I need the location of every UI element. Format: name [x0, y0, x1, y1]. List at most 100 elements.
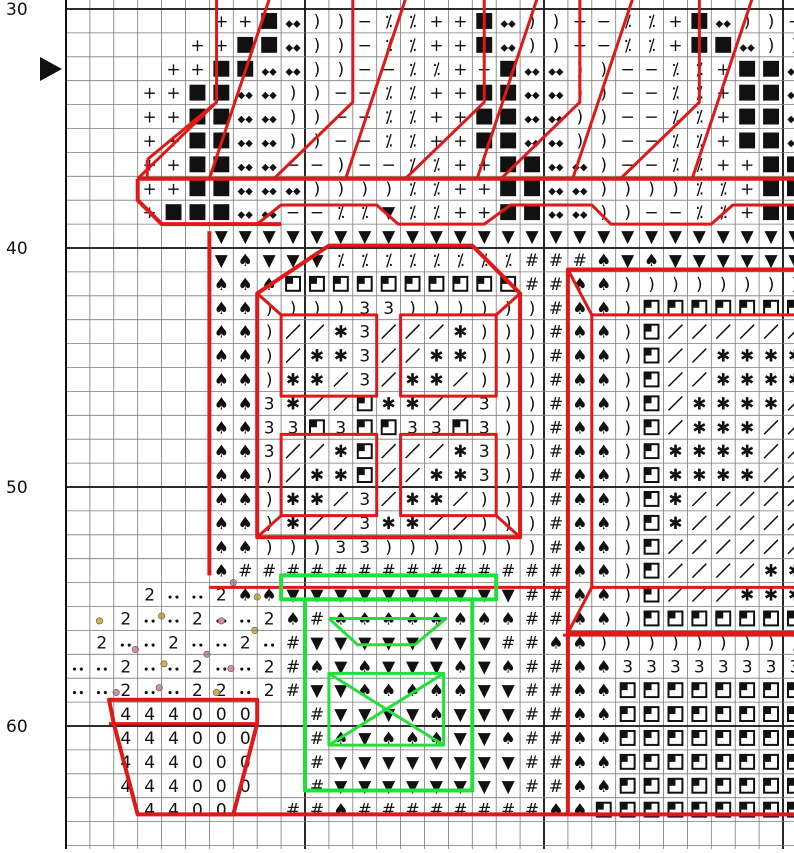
symbol-glyph: +	[453, 12, 467, 32]
symbol-glyph: )	[624, 562, 631, 582]
symbol-glyph: #	[549, 705, 563, 725]
symbol-glyph: #	[525, 586, 539, 606]
symbol-glyph: #	[549, 370, 563, 390]
window-outline	[566, 268, 594, 316]
symbol-glyph: ∙∙	[143, 662, 157, 675]
symbol-glyph: 3	[359, 323, 370, 343]
symbol-glyph: +	[453, 60, 467, 80]
symbol-glyph: )	[577, 108, 584, 128]
door-outline	[303, 597, 475, 793]
symbol-glyph: ✱	[716, 418, 730, 438]
symbol-black-square	[787, 204, 794, 221]
symbol-glyph: ∙∙	[143, 686, 157, 699]
symbol-glyph: ♠	[214, 347, 229, 367]
symbol-glyph: ✱	[716, 370, 730, 390]
symbol-glyph: )	[768, 36, 775, 56]
symbol-slash	[381, 371, 397, 387]
symbol-glyph: )	[266, 514, 273, 534]
symbol-glyph: ▼	[717, 227, 731, 247]
symbol-slash	[381, 348, 397, 364]
symbol-glyph: #	[286, 562, 300, 582]
symbol-glyph: ✱	[310, 370, 324, 390]
symbol-slash	[691, 491, 707, 507]
symbol-split-square	[787, 682, 794, 699]
symbol-glyph: ♠	[572, 418, 587, 438]
symbol-slash	[285, 443, 301, 459]
symbol-split-square	[643, 395, 660, 412]
symbol-split-square	[380, 275, 397, 292]
symbol-glyph: −	[358, 155, 372, 175]
symbol-glyph: ⁒	[409, 251, 417, 271]
window-outline	[565, 267, 794, 635]
symbol-split-square	[643, 419, 660, 436]
symbol-black-square	[500, 108, 517, 125]
symbol-glyph: ⬥⬥	[238, 113, 254, 126]
symbol-glyph: ✱	[788, 347, 794, 367]
symbol-glyph: ♠	[214, 442, 229, 462]
symbol-slash	[667, 419, 683, 435]
roof-shingle-line	[272, 0, 355, 180]
window-outline	[566, 586, 594, 634]
symbol-glyph: 3	[335, 418, 346, 438]
symbol-glyph: #	[310, 609, 324, 629]
symbol-glyph: ⬥⬥	[572, 184, 588, 197]
symbol-glyph: #	[549, 657, 563, 677]
symbol-glyph: ♠	[572, 514, 587, 534]
symbol-glyph: ♠	[238, 418, 253, 438]
symbol-slash	[667, 371, 683, 387]
symbol-glyph: ∙∙	[191, 638, 205, 651]
symbol-glyph: ▼	[502, 681, 516, 701]
symbol-glyph: ▼	[334, 705, 348, 725]
symbol-glyph: ♠	[572, 681, 587, 701]
symbol-glyph: 3	[359, 514, 370, 534]
symbol-black-square	[476, 108, 493, 125]
symbol-glyph: ♠	[572, 729, 587, 749]
symbol-split-square	[619, 706, 636, 722]
symbol-glyph: )	[720, 275, 727, 295]
symbol-glyph: )	[505, 299, 512, 319]
symbol-glyph: #	[549, 275, 563, 295]
symbol-glyph: ♠	[572, 275, 587, 295]
symbol-glyph: )	[624, 442, 631, 462]
symbol-glyph: )	[624, 394, 631, 414]
symbol-glyph: ♠	[501, 657, 516, 677]
window-outline	[256, 292, 283, 317]
symbol-glyph: ⬥⬥	[548, 65, 564, 78]
symbol-slash	[763, 419, 779, 435]
symbol-glyph: ⁒	[696, 179, 704, 199]
symbol-glyph: ▼	[310, 633, 324, 653]
symbol-glyph: 3	[359, 490, 370, 510]
symbol-slash	[691, 563, 707, 579]
symbol-glyph: 3	[718, 657, 729, 677]
symbol-glyph: ⁒	[409, 203, 417, 223]
symbol-glyph: ✱	[405, 370, 419, 390]
symbol-split-square	[715, 730, 732, 746]
symbol-glyph: )	[266, 347, 273, 367]
symbol-glyph: +	[477, 179, 491, 199]
symbol-glyph: )	[624, 203, 631, 223]
symbol-glyph: 3	[479, 418, 490, 438]
symbol-glyph: ▼	[478, 777, 492, 797]
symbol-glyph: )	[744, 633, 751, 653]
symbol-glyph: #	[310, 753, 324, 773]
symbol-glyph: 3	[742, 657, 753, 677]
symbol-split-square	[452, 275, 469, 292]
symbol-glyph: ▼	[454, 777, 468, 797]
symbol-glyph: ▼	[334, 681, 348, 701]
symbol-black-square	[261, 36, 278, 53]
symbol-split-square	[691, 299, 708, 316]
symbol-glyph: 4	[144, 777, 155, 797]
symbol-glyph: 3	[407, 418, 418, 438]
symbol-glyph: ✱	[740, 586, 754, 606]
symbol-glyph: ∙∙	[167, 614, 181, 627]
symbol-glyph: ✱	[692, 442, 706, 462]
symbol-glyph: ▼	[215, 227, 229, 247]
symbol-glyph: #	[501, 633, 515, 653]
symbol-glyph: ♠	[644, 251, 659, 271]
symbol-glyph: #	[477, 562, 491, 582]
symbol-glyph: ⁒	[409, 12, 417, 32]
symbol-glyph: #	[573, 251, 587, 271]
symbol-glyph: 2	[120, 657, 131, 677]
